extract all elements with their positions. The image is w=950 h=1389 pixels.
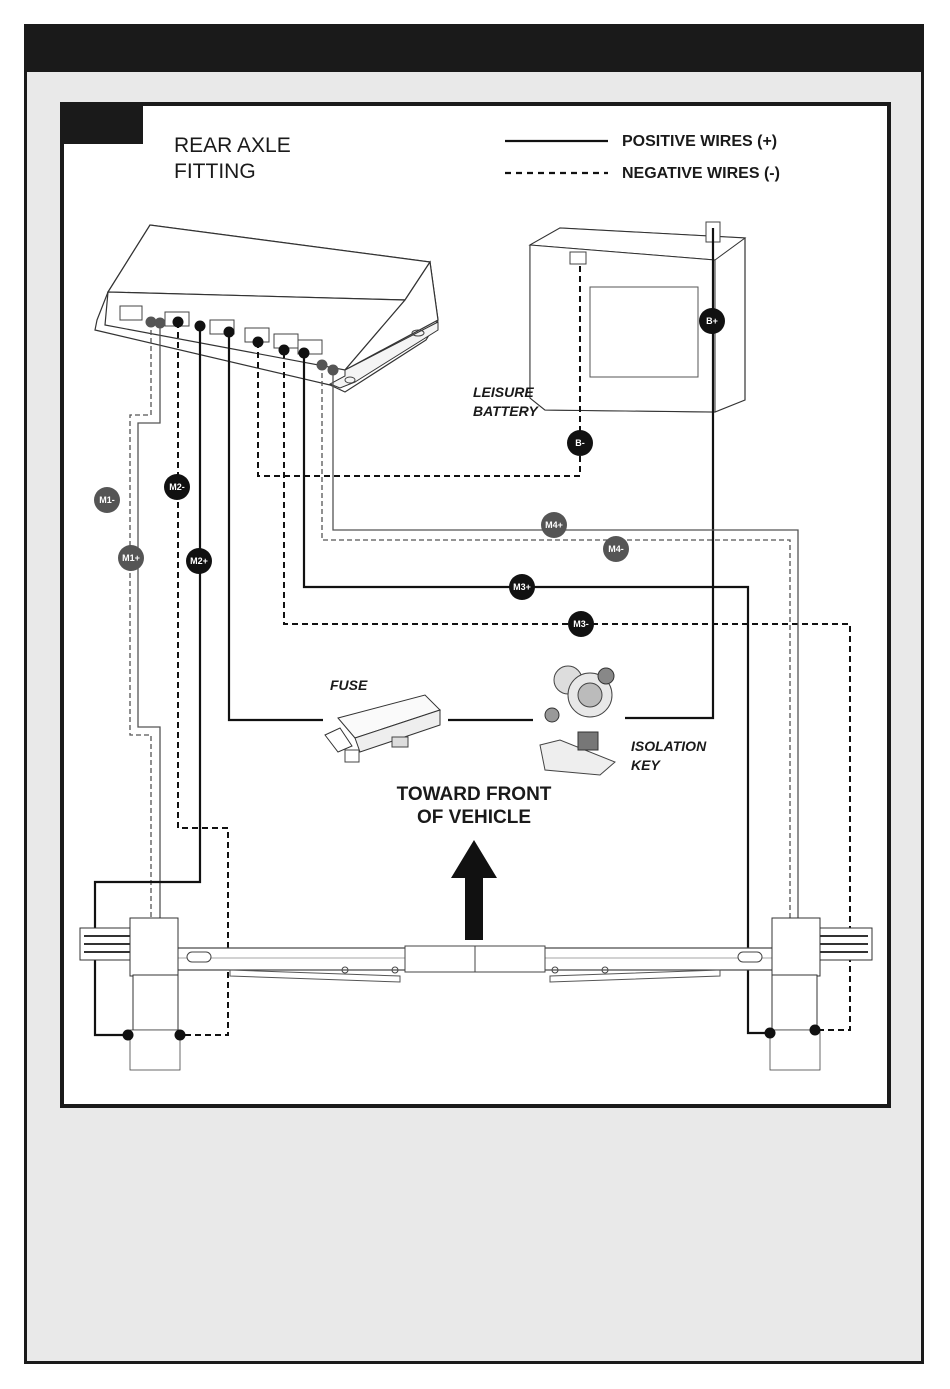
badge-battery-negative: B-	[567, 430, 593, 456]
legend-positive-label: POSITIVE WIRES (+)	[622, 133, 777, 150]
badge-m2-negative: M2-	[164, 474, 190, 500]
left-motor-terminal-negative	[175, 1030, 186, 1041]
legend-negative-label: NEGATIVE WIRES (-)	[622, 165, 780, 182]
terminal-m3-negative	[279, 345, 290, 356]
wire-m4-positive	[333, 368, 798, 922]
svg-text:M4-: M4-	[608, 544, 624, 554]
badge-m1-negative: M1-	[94, 487, 120, 513]
right-motor-assembly	[770, 918, 872, 1070]
terminal-m2-positive	[195, 321, 206, 332]
wire-fuse-positive	[229, 332, 330, 720]
svg-text:B+: B+	[706, 316, 718, 326]
badge-m3-negative: M3-	[568, 611, 594, 637]
direction-label-line1: TOWARD FRONT	[397, 784, 552, 805]
control-box	[95, 225, 438, 392]
isolation-key-component	[533, 660, 625, 782]
title-line2: FITTING	[174, 160, 256, 183]
rear-axle	[177, 946, 777, 982]
battery-label-line1: LEISURE	[473, 384, 534, 400]
terminal-m4-negative	[317, 360, 328, 371]
badge-battery-positive: B+	[699, 308, 725, 334]
svg-text:M1+: M1+	[122, 553, 140, 563]
svg-text:B-: B-	[575, 438, 585, 448]
terminal-m4-positive	[328, 365, 339, 376]
right-motor-terminal-negative	[810, 1025, 821, 1036]
wire-m4-negative	[322, 365, 790, 922]
badge-m2-positive: M2+	[186, 548, 212, 574]
title-line1: REAR AXLE	[174, 134, 291, 157]
svg-text:M3-: M3-	[573, 619, 589, 629]
fuse-label: FUSE	[330, 677, 368, 693]
fuse-component	[323, 695, 448, 765]
battery-label-line2: BATTERY	[473, 403, 539, 419]
terminal-m3-positive	[299, 348, 310, 359]
terminal-m2-negative	[173, 317, 184, 328]
badge-m3-positive: M3+	[509, 574, 535, 600]
left-motor-terminal-positive	[123, 1030, 134, 1041]
wire-m1-negative	[130, 322, 151, 922]
wire-m2-negative	[178, 322, 228, 1035]
svg-text:M1-: M1-	[99, 495, 115, 505]
front-arrow-icon	[451, 840, 497, 940]
terminal-battery-negative	[253, 337, 264, 348]
svg-text:M2+: M2+	[190, 556, 208, 566]
svg-text:M3+: M3+	[513, 582, 531, 592]
badge-m1-positive: M1+	[118, 545, 144, 571]
badge-m4-negative: M4-	[603, 536, 629, 562]
direction-label-line2: OF VEHICLE	[417, 807, 531, 828]
wire-m1-positive	[138, 322, 160, 922]
badge-m4-positive: M4+	[541, 512, 567, 538]
svg-text:M2-: M2-	[169, 482, 185, 492]
terminal-m1-positive	[155, 318, 166, 329]
svg-text:M4+: M4+	[545, 520, 563, 530]
isolation-key-label-line2: KEY	[631, 757, 661, 773]
isolation-key-label-line1: ISOLATION	[631, 738, 707, 754]
right-motor-terminal-positive	[765, 1028, 776, 1039]
terminal-fuse	[224, 327, 235, 338]
